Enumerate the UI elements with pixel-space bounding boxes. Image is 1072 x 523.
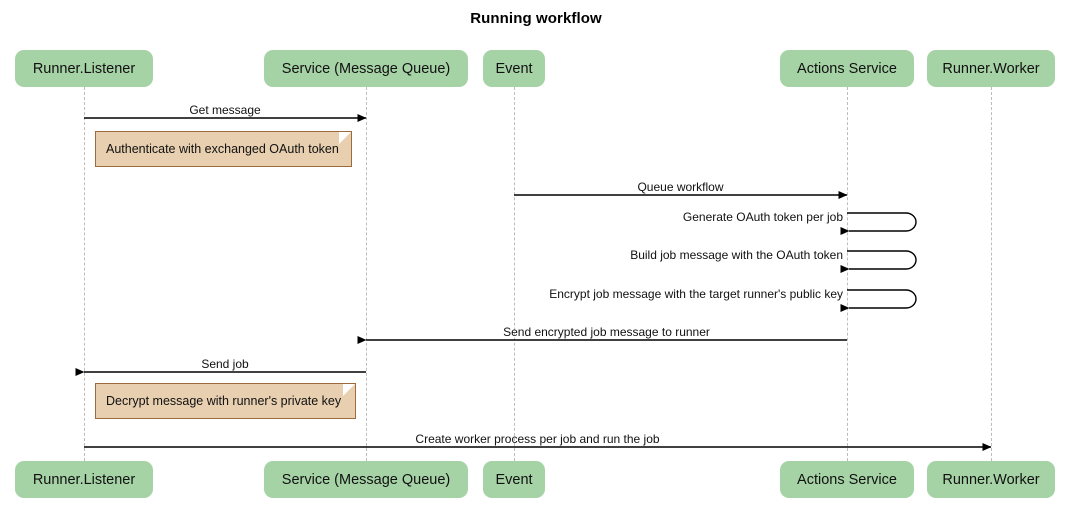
actor-service-mq-bottom[interactable]: Service (Message Queue) <box>264 461 468 498</box>
label-send-job: Send job <box>201 357 249 371</box>
label-build-job-message: Build job message with the OAuth token <box>630 248 843 262</box>
note-fold-icon <box>343 384 355 396</box>
actor-runner-listener-bottom[interactable]: Runner.Listener <box>15 461 153 498</box>
actor-service-mq-top[interactable]: Service (Message Queue) <box>264 50 468 87</box>
page-title: Running workflow <box>470 10 602 27</box>
lifeline-runner-worker <box>991 87 992 461</box>
actor-label: Event <box>495 471 533 488</box>
actor-label: Runner.Listener <box>32 471 136 488</box>
actor-label: Actions Service <box>797 471 897 488</box>
label-send-encrypted-job-message: Send encrypted job message to runner <box>503 325 710 339</box>
arrow-generate-oauth-token <box>840 212 917 235</box>
note-label: Authenticate with exchanged OAuth token <box>106 142 339 156</box>
arrow-encrypt-job-message <box>840 289 917 312</box>
actor-runner-worker-bottom[interactable]: Runner.Worker <box>927 461 1055 498</box>
actor-label: Runner.Worker <box>942 60 1040 77</box>
note-authenticate: Authenticate with exchanged OAuth token <box>95 131 352 167</box>
note-decrypt: Decrypt message with runner's private ke… <box>95 383 356 419</box>
actor-runner-worker-top[interactable]: Runner.Worker <box>927 50 1055 87</box>
actor-label: Actions Service <box>797 60 897 77</box>
label-create-worker-process: Create worker process per job and run th… <box>415 432 660 446</box>
actor-actions-service-top[interactable]: Actions Service <box>780 50 914 87</box>
arrow-build-job-message <box>840 250 917 273</box>
actor-event-top[interactable]: Event <box>483 50 545 87</box>
label-get-message: Get message <box>189 103 261 117</box>
lifeline-service-mq <box>366 87 367 461</box>
lifeline-event <box>514 87 515 461</box>
actor-label: Runner.Listener <box>32 60 136 77</box>
actor-label: Service (Message Queue) <box>281 60 451 77</box>
actor-label: Runner.Worker <box>942 471 1040 488</box>
actor-actions-service-bottom[interactable]: Actions Service <box>780 461 914 498</box>
actor-label: Service (Message Queue) <box>281 471 451 488</box>
label-encrypt-job-message: Encrypt job message with the target runn… <box>549 287 843 301</box>
label-queue-workflow: Queue workflow <box>637 180 724 194</box>
actor-runner-listener-top[interactable]: Runner.Listener <box>15 50 153 87</box>
label-generate-oauth-token: Generate OAuth token per job <box>682 210 843 224</box>
actor-label: Event <box>495 60 533 77</box>
lifeline-actions-service <box>847 87 848 461</box>
lifeline-runner-listener <box>84 87 85 461</box>
actor-event-bottom[interactable]: Event <box>483 461 545 498</box>
note-fold-icon <box>339 132 351 144</box>
note-label: Decrypt message with runner's private ke… <box>106 394 342 408</box>
